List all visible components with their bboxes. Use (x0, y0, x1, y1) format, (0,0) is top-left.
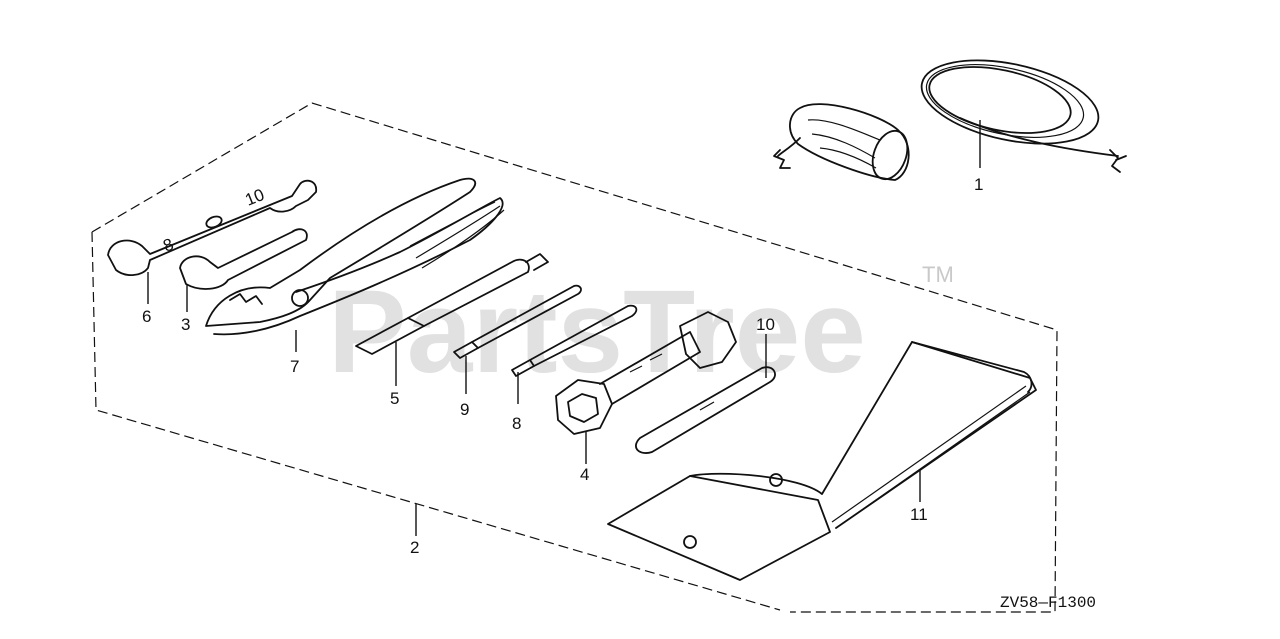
watermark-trademark: TM (922, 262, 954, 287)
watermark-text: PartsTree (328, 266, 866, 398)
callout-3[interactable]: 3 (181, 315, 190, 334)
screwdriver-part[interactable] (355, 253, 549, 355)
callout-2[interactable]: 2 (410, 538, 419, 557)
wrench-large-part[interactable]: 10 (107, 179, 317, 276)
callout-8[interactable]: 8 (512, 414, 521, 433)
watermark: PartsTree TM (328, 262, 954, 398)
callout-7[interactable]: 7 (290, 357, 299, 376)
screwdriver-bit-9[interactable] (453, 284, 582, 359)
leader-lines (147, 120, 981, 536)
callout-labels: 1 2 3 4 5 6 7 8 9 10 11 (142, 175, 983, 557)
starter-rope-part[interactable] (773, 46, 1127, 184)
tool-tray-outline (91, 102, 1058, 613)
plug-wrench-part[interactable] (555, 311, 737, 435)
callout-4[interactable]: 4 (580, 465, 589, 484)
callout-11[interactable]: 11 (910, 505, 928, 524)
screwdriver-bit-8[interactable] (511, 304, 638, 377)
spatula-part[interactable] (635, 366, 776, 454)
callout-5[interactable]: 5 (390, 389, 399, 408)
wrench-large-marking: 10 (242, 185, 267, 210)
callout-9[interactable]: 9 (460, 400, 469, 419)
pliers-part[interactable] (205, 177, 505, 336)
tool-bag-part[interactable] (607, 341, 1037, 581)
callout-6[interactable]: 6 (142, 307, 151, 326)
callout-10[interactable]: 10 (756, 315, 775, 334)
callout-1[interactable]: 1 (974, 175, 983, 194)
diagram-reference-code: ZV58—F1300 (1000, 594, 1096, 612)
